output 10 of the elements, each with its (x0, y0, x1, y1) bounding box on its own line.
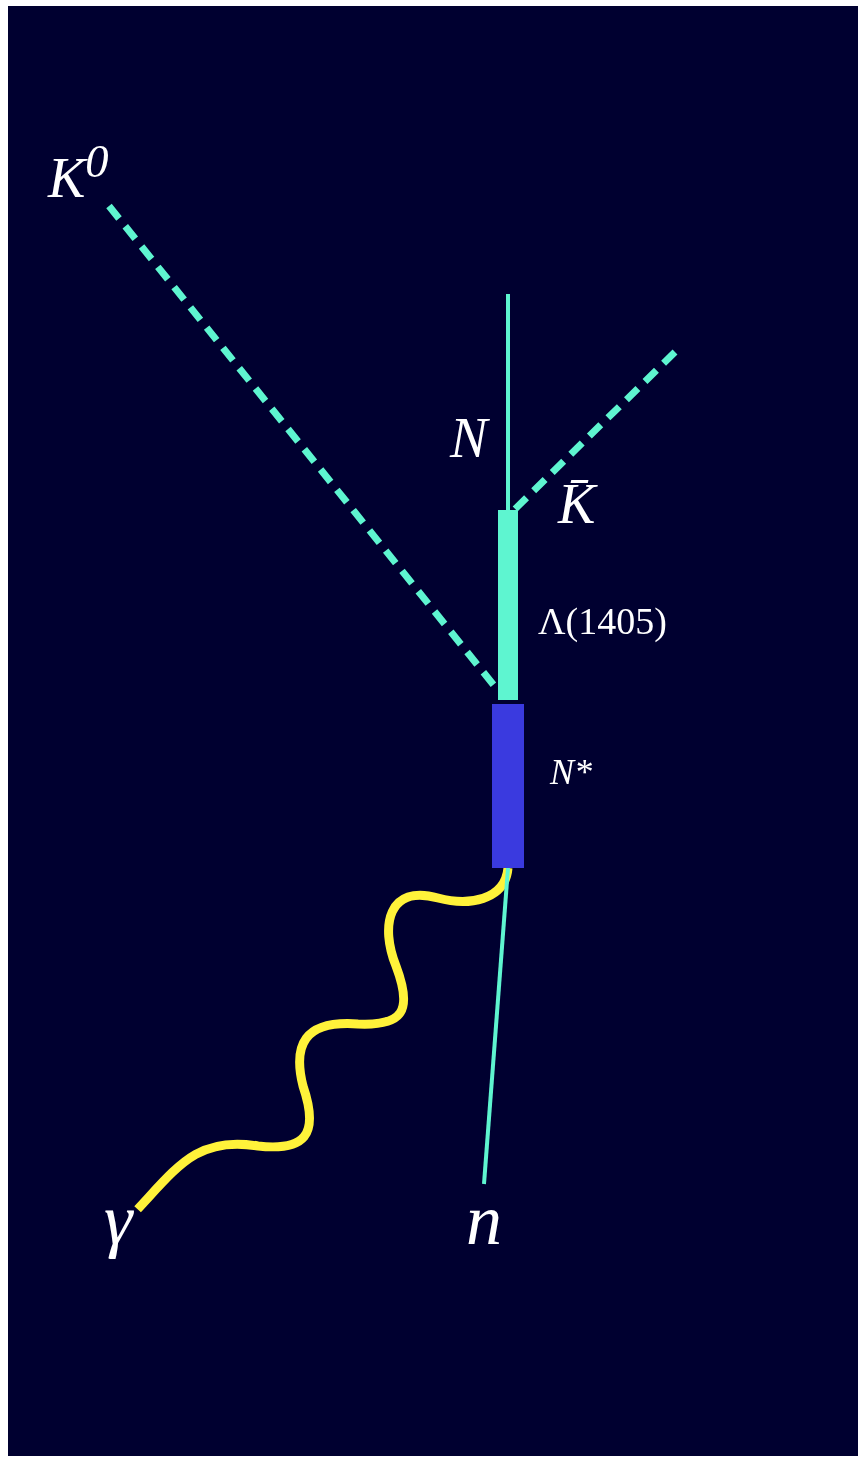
edge-label: K̄ (558, 476, 596, 532)
propagator-line (506, 294, 510, 510)
particle-label: n (466, 1184, 502, 1256)
particle-label: N* (550, 754, 592, 790)
wavy-line (134, 867, 513, 1213)
particle-label: K$^{0}$ (48, 138, 109, 206)
dashed-line (511, 349, 678, 513)
propagator-line (482, 867, 510, 1185)
edge-label: N (450, 410, 488, 466)
particle-label: Λ(1405) (538, 602, 667, 640)
